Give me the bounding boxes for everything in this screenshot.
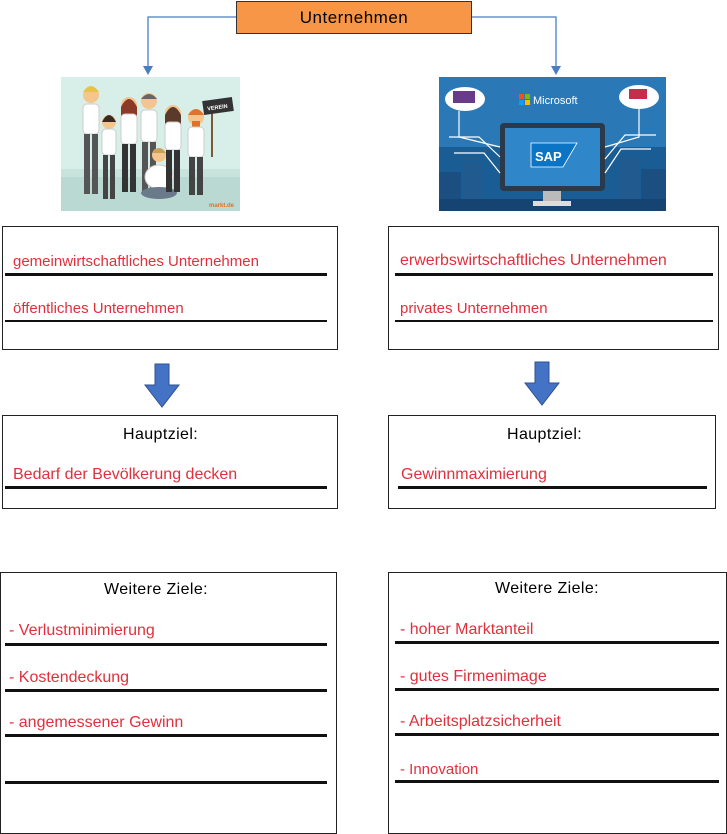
- right-types-box: [388, 226, 719, 350]
- left-more-goals-box: [0, 572, 337, 834]
- arrow-down-left: [143, 363, 181, 408]
- left-types-box: [2, 226, 338, 350]
- left-type-2: öffentliches Unternehmen: [13, 300, 184, 317]
- left-goal-1-underline: [5, 643, 327, 646]
- left-goal-3-underline: [5, 734, 327, 737]
- left-more-goals-heading: Weitere Ziele:: [104, 581, 209, 598]
- left-main-goal-heading: Hauptziel:: [123, 426, 199, 443]
- right-type-2-underline: [395, 320, 713, 322]
- right-main-goal-underline: [398, 486, 707, 489]
- right-goal-1-underline: [395, 641, 719, 644]
- microsoft-sap-image: SAP Microsoft: [439, 77, 666, 211]
- left-goal-2-underline: [5, 689, 327, 692]
- right-type-2: privates Unternehmen: [400, 300, 548, 317]
- right-goal-1: - hoher Marktanteil: [400, 621, 534, 638]
- left-goal-3: - angemessener Gewinn: [9, 714, 184, 731]
- microsoft-logo-text: Microsoft: [533, 95, 578, 107]
- right-more-goals-box: [388, 572, 727, 834]
- left-main-goal-underline: [5, 486, 327, 489]
- right-main-goal-box: [388, 415, 716, 509]
- left-type-2-underline: [5, 320, 327, 322]
- people-group-image: VEREIN markt.de: [61, 77, 240, 211]
- left-goal-1: - Verlustminimierung: [9, 622, 155, 639]
- right-goal-2: - gutes Firmenimage: [400, 668, 547, 685]
- right-goal-2-underline: [395, 688, 719, 691]
- markt-watermark: markt.de: [209, 203, 235, 209]
- connector-left: [147, 16, 236, 72]
- connector-right: [472, 16, 557, 72]
- top-box-unternehmen: Unternehmen: [236, 1, 472, 34]
- left-type-1: gemeinwirtschaftliches Unternehmen: [13, 253, 259, 270]
- left-goal-4-underline: [5, 781, 327, 784]
- arrow-down-right: [523, 361, 561, 406]
- right-type-1-underline: [395, 273, 713, 276]
- left-main-goal: Bedarf der Bevölkerung decken: [13, 466, 238, 483]
- right-main-goal: Gewinnmaximierung: [401, 466, 547, 483]
- right-more-goals-heading: Weitere Ziele:: [495, 580, 600, 597]
- right-main-goal-heading: Hauptziel:: [507, 426, 583, 443]
- sap-logo-text: SAP: [535, 149, 562, 164]
- left-main-goal-box: [2, 415, 338, 509]
- left-goal-2: - Kostendeckung: [9, 669, 130, 686]
- verein-sign-text: VEREIN: [207, 104, 228, 113]
- left-type-1-underline: [5, 273, 327, 276]
- right-goal-4-underline: [395, 780, 719, 783]
- right-goal-3: - Arbeitsplatzsicherheit: [400, 713, 561, 730]
- right-type-1: erwerbswirtschaftliches Unternehmen: [400, 252, 667, 269]
- connector-left-arrowhead: [143, 66, 153, 75]
- top-title: Unternehmen: [299, 7, 409, 27]
- right-goal-4: - Innovation: [400, 761, 479, 778]
- connector-right-arrowhead: [551, 66, 561, 75]
- right-goal-3-underline: [395, 733, 719, 736]
